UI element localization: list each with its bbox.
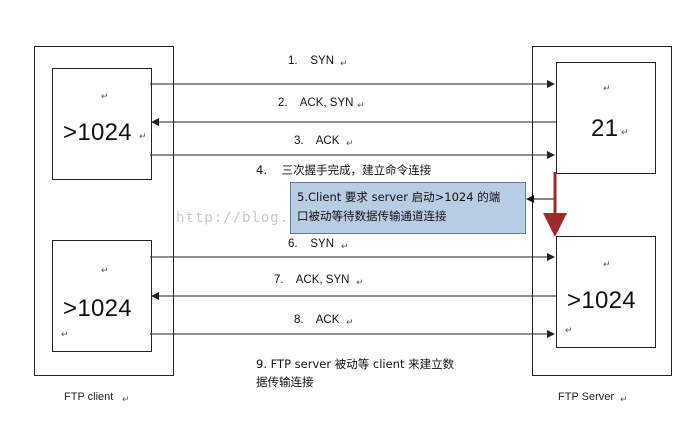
step-9-line-2: 据传输连接: [256, 375, 314, 389]
server-port-top: 21: [591, 115, 619, 142]
client-port-box-bottom: ↵ >1024 ↵: [52, 240, 152, 352]
paragraph-mark: ↵: [603, 83, 611, 93]
paragraph-mark: ↵: [603, 259, 611, 269]
paragraph-mark: ↵: [340, 58, 348, 68]
paragraph-mark: ↵: [341, 241, 349, 251]
step-3-label: 3. ACK: [294, 135, 340, 147]
ftp-server-label: FTP Server: [558, 391, 615, 403]
step-5-note: 5.Client 要求 server 启动>1024 的端 口被动等待数据传输通…: [290, 182, 526, 234]
paragraph-mark: ↵: [346, 317, 354, 327]
step-8-label: 8. ACK: [294, 314, 340, 326]
step-5-line-2: 口被动等待数据传输通道连接: [297, 209, 447, 223]
paragraph-mark: ↵: [101, 91, 109, 101]
step-9-line-1: 9. FTP server 被动等 client 来建立数: [256, 357, 455, 371]
client-port-top: >1024: [63, 119, 132, 146]
paragraph-mark: ↵: [346, 138, 354, 148]
paragraph-mark: ↵: [621, 127, 629, 137]
server-port-bottom: >1024: [567, 287, 636, 314]
step-7-label: 7. ACK, SYN: [274, 274, 350, 286]
paragraph-mark: ↵: [101, 265, 109, 275]
paragraph-mark: ↵: [620, 394, 628, 404]
client-port-bottom: >1024: [63, 295, 132, 322]
step-1-label: 1. SYN: [288, 55, 335, 67]
step-4-label: 4. 三次握手完成，建立命令连接: [256, 163, 432, 177]
server-port-box-bottom: ↵ >1024 ↵: [556, 236, 656, 348]
step-2-label: 2. ACK, SYN: [278, 97, 354, 109]
paragraph-mark: ↵: [122, 394, 130, 404]
paragraph-mark: ↵: [61, 329, 69, 339]
paragraph-mark: ↵: [356, 277, 364, 287]
client-port-box-top: ↵ >1024 ↵: [52, 68, 152, 180]
step-5-line-1: 5.Client 要求 server 启动>1024 的端: [297, 190, 501, 204]
ftp-client-label: FTP client: [64, 391, 114, 403]
step-6-label: 6. SYN: [288, 238, 335, 250]
paragraph-mark: ↵: [139, 131, 147, 141]
paragraph-mark: ↵: [357, 100, 365, 110]
server-port-box-top: ↵ 21 ↵: [556, 62, 656, 174]
paragraph-mark: ↵: [565, 325, 573, 335]
